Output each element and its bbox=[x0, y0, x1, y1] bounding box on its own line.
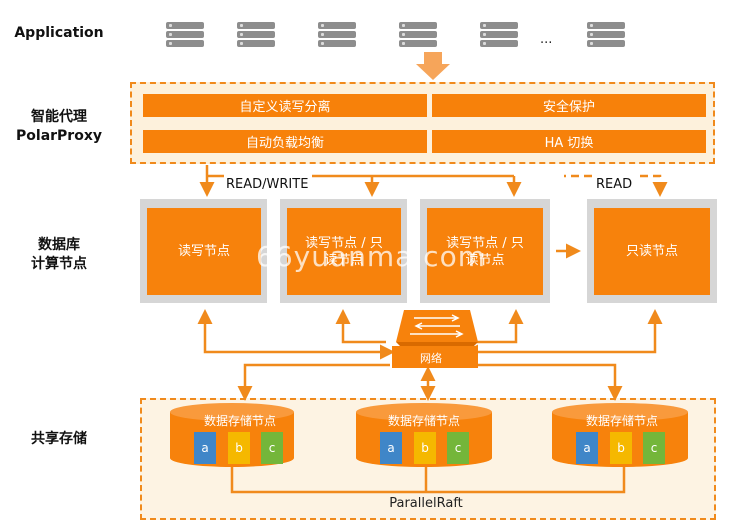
server-icon bbox=[166, 22, 204, 48]
block-a-label: a bbox=[387, 441, 394, 455]
block-a-label: a bbox=[201, 441, 208, 455]
block-a bbox=[576, 432, 598, 464]
block-c bbox=[261, 432, 283, 464]
label-compute: 数据库 计算节点 bbox=[0, 236, 118, 274]
servers-ellipsis: ... bbox=[540, 32, 553, 47]
proxy-item-security: 安全保护 bbox=[432, 94, 706, 117]
label-proxy-line2: PolarProxy bbox=[16, 128, 102, 144]
read-label: READ bbox=[596, 177, 633, 192]
server-icon bbox=[237, 22, 275, 48]
server-icon bbox=[318, 22, 356, 48]
storage-node: 数据存储节点 a b c bbox=[552, 403, 688, 467]
block-b bbox=[414, 432, 436, 464]
server-icon bbox=[587, 22, 625, 48]
block-b-label: b bbox=[617, 441, 625, 455]
network-connectors bbox=[197, 309, 663, 401]
block-a-label: a bbox=[583, 441, 590, 455]
proxy-item-ha-switch: HA 切换 bbox=[432, 130, 706, 153]
storage-node-label: 数据存储节点 bbox=[388, 413, 460, 428]
label-application: Application bbox=[14, 25, 104, 41]
label-storage: 共享存储 bbox=[31, 431, 87, 447]
block-c-label: c bbox=[455, 441, 462, 455]
block-b bbox=[228, 432, 250, 464]
compute-node-label: 读写节点 bbox=[147, 208, 261, 295]
proxy-item-load-balance: 自动负载均衡 bbox=[143, 130, 427, 153]
compute-node-label: 只读节点 bbox=[594, 208, 710, 295]
storage-node-label: 数据存储节点 bbox=[204, 413, 276, 428]
proxy-item-rw-split: 自定义读写分离 bbox=[143, 94, 427, 117]
compute-node-label: 读写节点 / 只读节点 bbox=[287, 208, 401, 295]
block-c-label: c bbox=[651, 441, 658, 455]
label-compute-line2: 计算节点 bbox=[31, 256, 87, 272]
parallelraft-connectors bbox=[230, 466, 626, 494]
network-switch-icon: 网络 bbox=[392, 310, 478, 368]
parallelraft-label: ParallelRaft bbox=[389, 496, 463, 511]
block-b-label: b bbox=[235, 441, 243, 455]
compute-node-label: 读写节点 / 只读节点 bbox=[427, 208, 543, 295]
storage-node-label: 数据存储节点 bbox=[586, 413, 658, 428]
block-a bbox=[194, 432, 216, 464]
app-down-arrow bbox=[416, 52, 450, 80]
block-b bbox=[610, 432, 632, 464]
block-c bbox=[447, 432, 469, 464]
watermark: 66yuanma.com bbox=[256, 240, 486, 273]
server-icon bbox=[399, 22, 437, 48]
storage-node: 数据存储节点 a b c bbox=[356, 403, 492, 467]
label-proxy-line1: 智能代理 bbox=[31, 109, 87, 125]
block-c bbox=[643, 432, 665, 464]
storage-node: 数据存储节点 a b c bbox=[170, 403, 294, 467]
read-write-label: READ/WRITE bbox=[226, 177, 309, 192]
block-b-label: b bbox=[421, 441, 429, 455]
proxy-connectors bbox=[207, 165, 668, 194]
block-c-label: c bbox=[269, 441, 276, 455]
label-proxy: 智能代理 PolarProxy bbox=[0, 108, 118, 146]
network-label: 网络 bbox=[420, 351, 442, 365]
server-icon bbox=[480, 22, 518, 48]
label-compute-line1: 数据库 bbox=[38, 237, 80, 253]
block-a bbox=[380, 432, 402, 464]
